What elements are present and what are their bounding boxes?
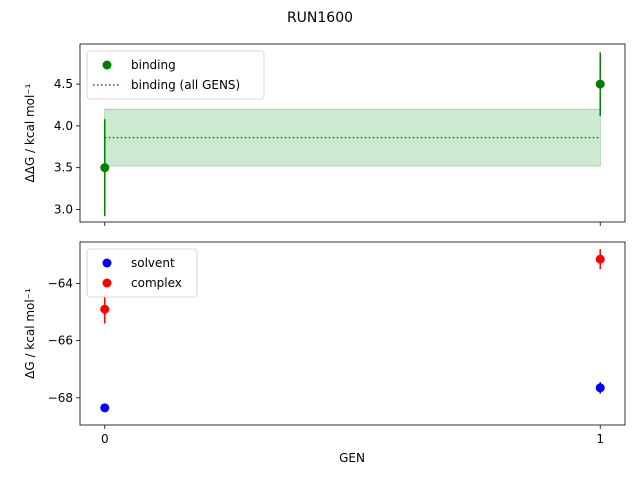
top-y-axis-label: ΔΔG / kcal mol⁻¹	[23, 83, 37, 182]
bottom-xtick-label-0: 0	[101, 432, 109, 446]
top-binding-point-1	[595, 79, 605, 89]
bottom-solvent-point-1	[595, 383, 605, 393]
bottom-legend-marker-1	[102, 278, 112, 288]
bottom-complex-point-1	[595, 254, 605, 264]
bottom-legend-label-1: complex	[131, 276, 182, 290]
bottom-y-axis-label: ΔG / kcal mol⁻¹	[23, 288, 37, 379]
bottom-xtick-label-1: 1	[596, 432, 604, 446]
top-legend-label-0: binding	[131, 58, 176, 72]
bottom-legend: solvent complex	[86, 248, 198, 298]
top-legend-box	[86, 50, 265, 100]
top-binding-point-0	[100, 163, 110, 173]
bottom-solvent-point-0	[100, 403, 110, 413]
top-axes-frame	[79, 43, 626, 223]
top-ytick-label-2: 4.0	[54, 119, 73, 133]
bottom-axes: −68 −66 −64 0 1 ΔG / kcal mol⁻¹ solvent complex	[23, 241, 626, 446]
bottom-legend-box	[86, 248, 198, 298]
bottom-complex-point-0	[100, 304, 110, 314]
top-legend-label-1: binding (all GENS)	[131, 78, 240, 92]
bottom-legend-marker-0	[102, 258, 112, 268]
top-ytick-label-3: 4.5	[54, 77, 73, 91]
figure-title: RUN1600	[287, 10, 353, 26]
top-ytick-label-0: 3.0	[54, 202, 73, 216]
x-axis-label: GEN	[339, 451, 365, 465]
top-legend-marker-0	[102, 60, 112, 70]
bottom-legend-label-0: solvent	[131, 256, 175, 270]
bottom-ytick-label-1: −66	[48, 334, 73, 348]
bottom-ytick-label-0: −68	[48, 391, 73, 405]
bottom-ytick-label-2: −64	[48, 276, 73, 290]
bottom-axes-frame	[79, 241, 626, 426]
top-legend: binding binding (all GENS)	[86, 50, 265, 100]
top-ytick-label-1: 3.5	[54, 161, 73, 175]
